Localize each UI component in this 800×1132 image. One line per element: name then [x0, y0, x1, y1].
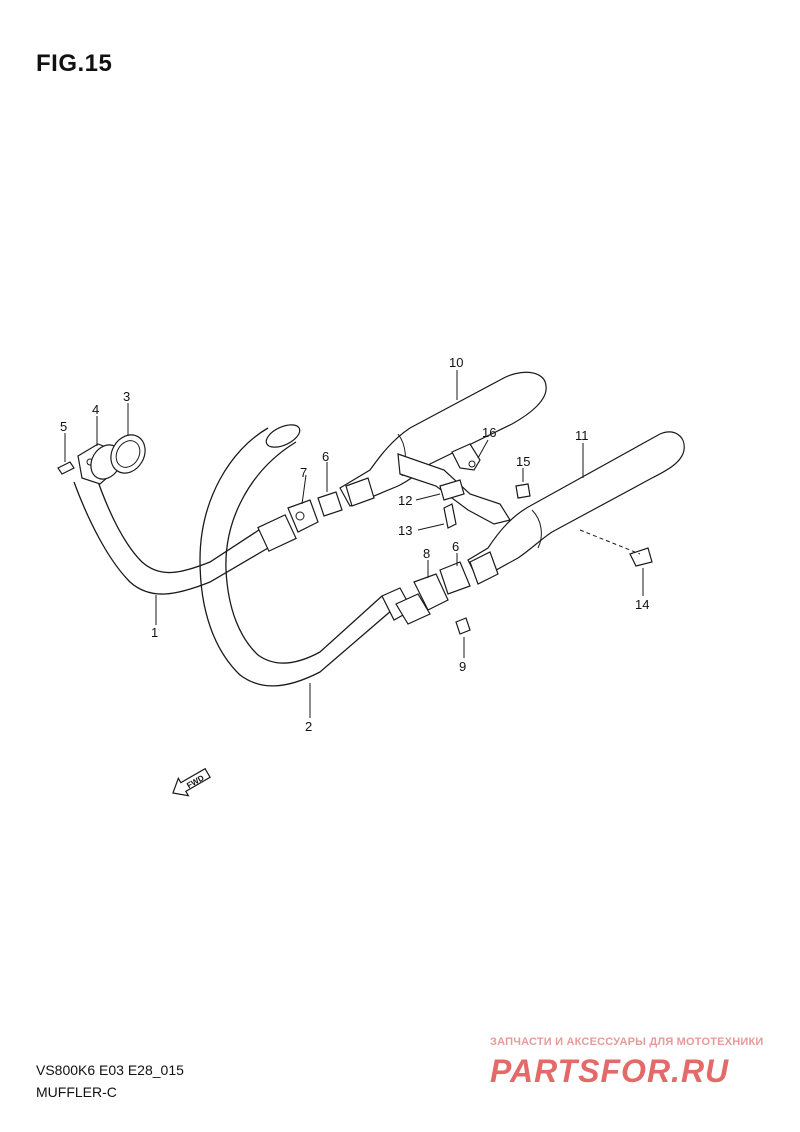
bolt-13 [443, 503, 457, 529]
clamp-8 [413, 573, 449, 611]
figure-title: FIG.15 [36, 50, 113, 77]
callout-10: 10 [449, 355, 463, 370]
callout-5: 5 [60, 419, 67, 434]
muffler-lower [467, 431, 685, 585]
callout-1: 1 [151, 625, 158, 640]
bracket-16 [451, 443, 481, 471]
callout-14: 14 [635, 597, 649, 612]
muffler-upper [339, 371, 547, 525]
bolt-9 [455, 617, 471, 635]
callout-3: 3 [123, 389, 130, 404]
nut-15 [515, 483, 531, 499]
callout-2: 2 [305, 719, 312, 734]
pipe-gasket [110, 434, 146, 474]
exhaust-pipe-front [73, 469, 297, 595]
callout-11: 11 [575, 428, 589, 443]
callout-15: 15 [516, 454, 530, 469]
callout-numbers: 1 2 3 4 5 6 6 7 8 9 10 11 12 13 14 15 16 [60, 355, 649, 734]
forward-direction-arrow: FWD [172, 767, 211, 797]
callout-6-lower: 6 [452, 539, 459, 554]
watermark-caption: ЗАПЧАСТИ И АКСЕССУАРЫ ДЛЯ МОТОТЕХНИКИ [490, 1036, 764, 1048]
connector-6-upper [317, 491, 343, 517]
callout-4: 4 [92, 402, 99, 417]
clamp-7 [287, 499, 319, 533]
callout-7: 7 [300, 465, 307, 480]
svg-text:PARTSFOR.RU: PARTSFOR.RU [490, 1053, 729, 1088]
watermark-logo: PARTSFOR.RU [490, 1053, 729, 1088]
exhaust-pipe-rear [199, 424, 431, 687]
callout-16: 16 [482, 425, 496, 440]
callout-8: 8 [423, 546, 430, 561]
callout-13: 13 [398, 523, 412, 538]
section-name: MUFFLER-C [36, 1084, 117, 1100]
fasteners [439, 479, 653, 635]
leader-lines [64, 370, 644, 718]
callout-9: 9 [459, 659, 466, 674]
callout-12: 12 [398, 493, 412, 508]
flange-bolt [57, 461, 75, 475]
connector-clamps [287, 491, 471, 611]
pipe-flange-assembly [57, 434, 146, 485]
connector-6-lower [439, 561, 471, 595]
diagram-code: VS800K6 E03 E28_015 [36, 1062, 184, 1078]
clamp-12 [439, 479, 465, 501]
bolt-14 [629, 547, 653, 567]
callout-6-upper: 6 [322, 449, 329, 464]
